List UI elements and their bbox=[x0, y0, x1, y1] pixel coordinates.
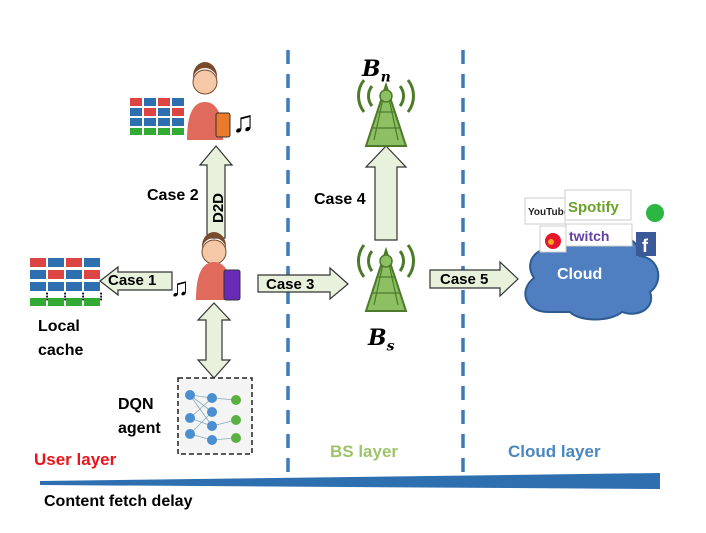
user-layer-label: User layer bbox=[34, 450, 117, 469]
dqn-label-line1: DQN bbox=[118, 396, 154, 413]
content-fetch-delay-label: Content fetch delay bbox=[44, 493, 193, 510]
neighbor-cache-icon bbox=[130, 98, 184, 135]
dqn-label-line2: agent bbox=[118, 420, 161, 437]
local-cache-line1: Local bbox=[38, 318, 80, 335]
twitch-logo-text: twitch bbox=[569, 228, 609, 244]
svg-text:⋮: ⋮ bbox=[78, 292, 88, 303]
bs-base: B bbox=[368, 325, 387, 351]
neural-network-icon bbox=[185, 390, 241, 445]
facebook-icon bbox=[636, 232, 656, 256]
dqn-double-arrow bbox=[196, 302, 232, 379]
svg-text:⋮: ⋮ bbox=[60, 292, 70, 303]
facebook-icon-text: f bbox=[642, 236, 649, 256]
d2d-text: D2D bbox=[210, 192, 227, 223]
music-note-icon: ♫ bbox=[170, 272, 190, 302]
case1-arrow bbox=[99, 265, 173, 297]
cloud-label: Cloud bbox=[557, 266, 603, 283]
case5-arrow bbox=[429, 260, 519, 298]
bn-base: B bbox=[362, 56, 381, 82]
case3-label: Case 3 bbox=[266, 276, 315, 293]
spotify-logo-text: Spotify bbox=[568, 199, 619, 216]
case3-arrow bbox=[257, 266, 349, 301]
bs-sub: s bbox=[386, 338, 395, 355]
bs-layer-label: BS layer bbox=[330, 442, 399, 461]
case2-label: Case 2 bbox=[147, 187, 199, 204]
main-user-icon bbox=[196, 232, 241, 301]
delay-bar bbox=[40, 473, 660, 489]
case4-label: Case 4 bbox=[314, 191, 366, 208]
bs-label: Bs bbox=[368, 325, 395, 354]
d2d-label: D2D bbox=[208, 177, 227, 223]
local-cache-line2: cache bbox=[38, 342, 84, 359]
whatsapp-icon bbox=[644, 202, 666, 224]
svg-text:⋮: ⋮ bbox=[96, 292, 106, 303]
bn-label: Bn bbox=[362, 56, 391, 85]
local-cache-icon: ⋮ ⋮ ⋮ ⋮ bbox=[30, 258, 106, 306]
case4-arrow bbox=[364, 145, 408, 241]
neighbor-user-icon bbox=[187, 62, 231, 140]
music-note-icon: ♫ bbox=[232, 106, 255, 139]
cloud-layer-label: Cloud layer bbox=[508, 442, 601, 461]
twitch-logo bbox=[565, 223, 633, 247]
tower-bs-icon bbox=[357, 244, 415, 312]
case1-label: Case 1 bbox=[108, 272, 157, 289]
spotify-logo bbox=[564, 189, 632, 221]
svg-text:⋮: ⋮ bbox=[42, 292, 52, 303]
youtube-logo-text: YouTube bbox=[528, 207, 570, 218]
case5-label: Case 5 bbox=[440, 271, 489, 288]
bn-sub: n bbox=[380, 69, 391, 86]
tower-bn-icon bbox=[357, 79, 415, 147]
